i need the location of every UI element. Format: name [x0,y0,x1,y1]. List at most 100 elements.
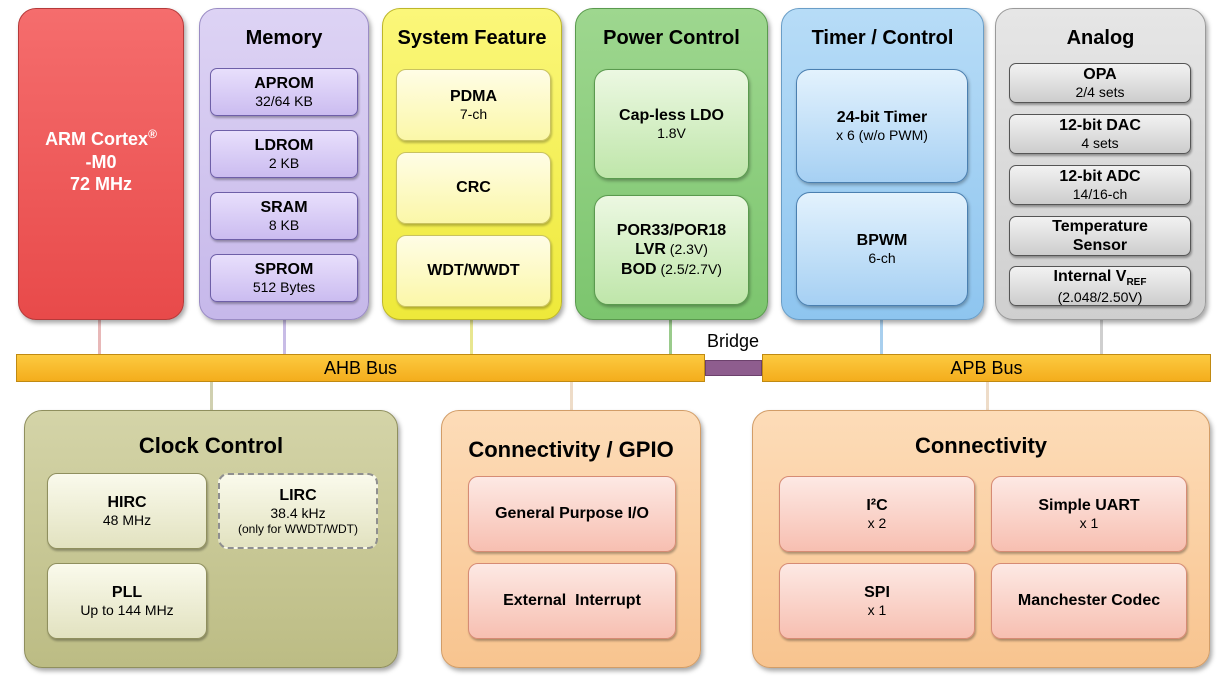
connectivity-item-codec: Manchester Codec [991,563,1187,639]
connectivity-item-uart: Simple UART x 1 [991,476,1187,552]
ldo-name: Cap-less LDO [619,107,724,124]
memory-bus-line [283,318,286,354]
cpu-name: ARM Cortex [45,129,149,149]
lvr-name: LVR [635,241,666,259]
gpio-bus-line [570,380,573,412]
cpu-label: ARM Cortex® -M0 72 MHz [19,127,183,196]
pll-value: Up to 144 MHz [80,602,174,619]
cpu-variant: -M0 [85,151,117,172]
vref-subscript: REF [1126,276,1147,288]
power-control-title: Power Control [603,27,740,49]
system-item-crc: CRC [396,152,551,224]
analog-item-vref: Internal VREF (2.048/2.50V) [1009,266,1191,306]
memory-title: Memory [245,27,323,49]
analog-item-name: OPA [1083,66,1117,83]
gpio-item-label: External Interrupt [503,592,641,610]
memory-item-value: 512 Bytes [252,279,316,296]
connectivity-item-spi: SPI x 1 [779,563,975,639]
timer-control-title: Timer / Control [811,27,954,49]
memory-item-value: 2 KB [268,155,300,172]
clock-control-panel: Clock Control HIRC 48 MHz LIRC 38.4 kHz … [24,410,398,668]
apb-bus: APB Bus [762,354,1211,382]
analog-item-temperature: Temperature Sensor [1009,216,1191,256]
timer-item-value: 6-ch [868,250,896,267]
analog-bus-line [1100,318,1103,354]
memory-item-ldrom: LDROM 2 KB [210,130,358,178]
timer-item-value: x 6 (w/o PWM) [836,127,928,144]
system-item-name: CRC [456,179,491,197]
timer-item-timer: 24-bit Timer x 6 (w/o PWM) [796,69,968,183]
timer-bus-line [880,318,883,354]
memory-item-value: 32/64 KB [255,93,313,110]
memory-item-value: 8 KB [268,217,300,234]
por-label: POR33/POR18 [616,222,727,240]
i2c-value: x 2 [867,515,887,532]
ldo-value: 1.8V [657,125,686,142]
gpio-item-label: General Purpose I/O [495,505,649,523]
lirc-value: 38.4 kHz [270,505,326,521]
lirc-name: LIRC [279,486,317,504]
system-item-wdt: WDT/WWDT [396,235,551,307]
spi-value: x 1 [867,602,887,619]
timer-control-panel: Timer / Control 24-bit Timer x 6 (w/o PW… [781,8,984,320]
vref-value: (2.048/2.50V) [1057,288,1143,305]
system-item-name: PDMA [449,88,498,105]
memory-panel: Memory APROM 32/64 KB LDROM 2 KB SRAM 8 … [199,8,369,320]
clock-bus-line [210,380,213,412]
registered-mark: ® [148,127,157,141]
lirc-note: (only for WWDT/WDT) [238,521,358,536]
system-item-value: 7-ch [459,106,488,123]
system-feature-title: System Feature [397,27,547,49]
i2c-name: I²C [866,497,888,514]
pll-name: PLL [111,584,143,601]
cpu-frequency: 72 MHz [69,174,132,194]
analog-item-opa: OPA 2/4 sets [1009,63,1191,103]
uart-name: Simple UART [1038,497,1140,514]
system-feature-panel: System Feature PDMA 7-ch CRC WDT/WWDT [382,8,562,320]
power-item-ldo: Cap-less LDO 1.8V [594,69,749,179]
hirc-value: 48 MHz [102,512,152,529]
uart-value: x 1 [1079,515,1099,532]
hirc-name: HIRC [107,494,147,511]
codec-name: Manchester Codec [1017,592,1161,610]
memory-item-sprom: SPROM 512 Bytes [210,254,358,302]
gpio-item-io: General Purpose I/O [468,476,676,552]
system-item-pdma: PDMA 7-ch [396,69,551,141]
analog-item-adc: 12-bit ADC 14/16-ch [1009,165,1191,205]
analog-item-name: 12-bit ADC [1059,168,1141,185]
power-control-panel: Power Control Cap-less LDO 1.8V POR33/PO… [575,8,768,320]
power-bus-line [669,318,672,354]
vref-name: Internal V [1053,267,1127,285]
system-bus-line [470,318,473,354]
memory-item-sram: SRAM 8 KB [210,192,358,240]
spi-name: SPI [864,584,890,601]
connectivity-gpio-title: Connectivity / GPIO [468,437,674,462]
clock-item-pll: PLL Up to 144 MHz [47,563,207,639]
analog-item-dac: 12-bit DAC 4 sets [1009,114,1191,154]
analog-item-value: Sensor [1072,237,1128,254]
bridge-link [705,360,762,376]
arm-bus-line [98,318,101,354]
memory-item-name: LDROM [254,137,314,154]
timer-item-bpwm: BPWM 6-ch [796,192,968,306]
analog-panel: Analog OPA 2/4 sets 12-bit DAC 4 sets 12… [995,8,1206,320]
analog-item-name: 12-bit DAC [1059,117,1141,134]
bridge-label: Bridge [706,331,760,351]
connectivity-title: Connectivity [914,433,1048,458]
clock-item-lirc: LIRC 38.4 kHz (only for WWDT/WDT) [218,473,378,549]
connectivity-gpio-panel: Connectivity / GPIO General Purpose I/O … [441,410,701,668]
lvr-value: (2.3V) [665,241,708,258]
memory-item-name: SPROM [254,261,314,278]
analog-title: Analog [1066,27,1135,49]
timer-item-name: 24-bit Timer [836,109,928,126]
analog-item-value: 4 sets [1081,135,1119,152]
bod-name: BOD [621,260,657,278]
connectivity-bus-line [986,380,989,412]
connectivity-panel: Connectivity I²C x 2 Simple UART x 1 SPI… [752,410,1210,668]
system-item-name: WDT/WWDT [427,262,520,280]
memory-item-aprom: APROM 32/64 KB [210,68,358,116]
timer-item-name: BPWM [856,232,908,249]
bod-value: (2.5/2.7V) [656,260,722,277]
arm-cortex-panel: ARM Cortex® -M0 72 MHz [18,8,184,320]
clock-item-hirc: HIRC 48 MHz [47,473,207,549]
